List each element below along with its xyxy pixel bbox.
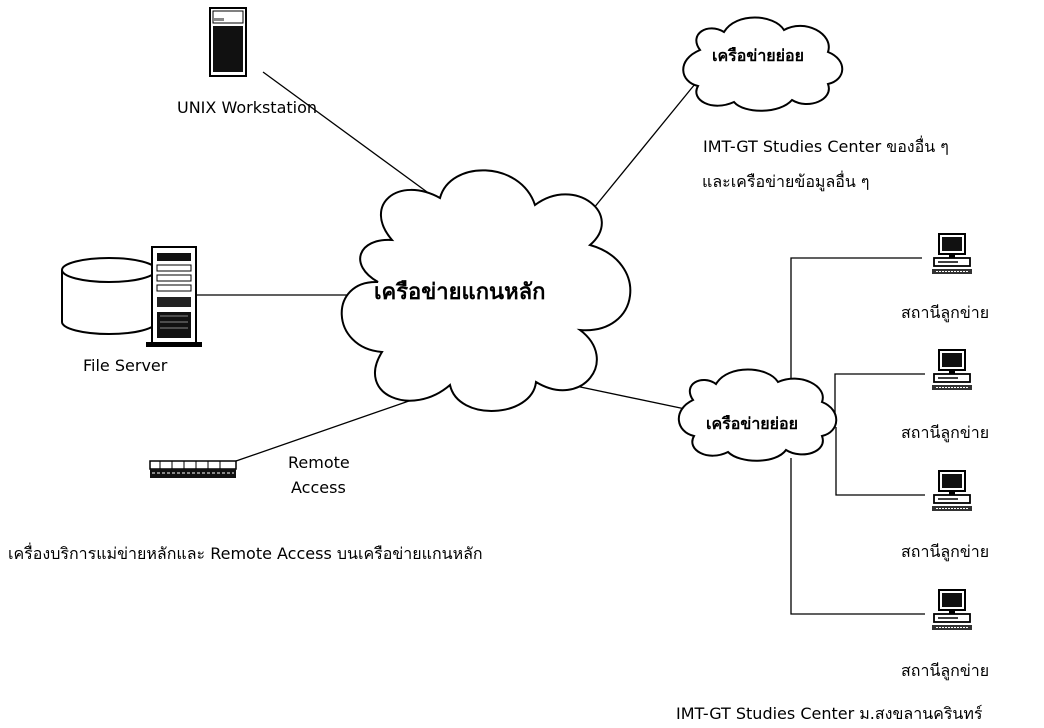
other-centers-line2: และเครือข่ายข้อมูลอื่น ๆ [702, 172, 870, 191]
client-label-3: สถานีลูกข่าย [901, 542, 990, 561]
client-computer-icon-2 [931, 349, 973, 391]
file-server-label: File Server [83, 356, 168, 375]
backbone-cloud-icon [340, 169, 632, 412]
client-computer-icon-4 [931, 589, 973, 631]
modem-rack-icon [149, 460, 237, 478]
server-tower-icon [146, 246, 202, 347]
link-remote-backbone [235, 392, 433, 462]
disk-cylinder-icon [61, 257, 157, 335]
subnet-top-label: เครือข่ายย่อย [712, 46, 805, 65]
remote-label-line1: Remote [288, 453, 350, 472]
subnet-top-cloud-icon [682, 16, 844, 112]
link-client-4 [790, 458, 925, 615]
link-unix-backbone [262, 71, 439, 201]
backbone-caption: เครื่องบริการแม่ข่ายหลักและ Remote Acces… [8, 544, 483, 563]
link-client-2 [834, 373, 925, 427]
client-computer-icon-3 [931, 470, 973, 512]
bottom-caption: IMT-GT Studies Center ม.สงขลานครินทร์ [676, 704, 983, 723]
remote-label-line2: Access [291, 478, 346, 497]
link-client-3 [835, 427, 925, 496]
link-client-1 [790, 257, 922, 390]
client-label-1: สถานีลูกข่าย [901, 303, 990, 322]
client-label-2: สถานีลูกข่าย [901, 423, 990, 442]
client-computer-icon-1 [931, 233, 973, 275]
backbone-label: เครือข่ายแกนหลัก [374, 280, 546, 305]
subnet-bottom-label: เครือข่ายย่อย [706, 414, 799, 433]
unix-workstation-label: UNIX Workstation [177, 98, 318, 117]
other-centers-line1: IMT-GT Studies Center ของอื่น ๆ [703, 137, 949, 156]
client-label-4: สถานีลูกข่าย [901, 661, 990, 680]
subnet-bottom-cloud-icon [677, 368, 838, 462]
unix-workstation-icon [209, 7, 247, 77]
